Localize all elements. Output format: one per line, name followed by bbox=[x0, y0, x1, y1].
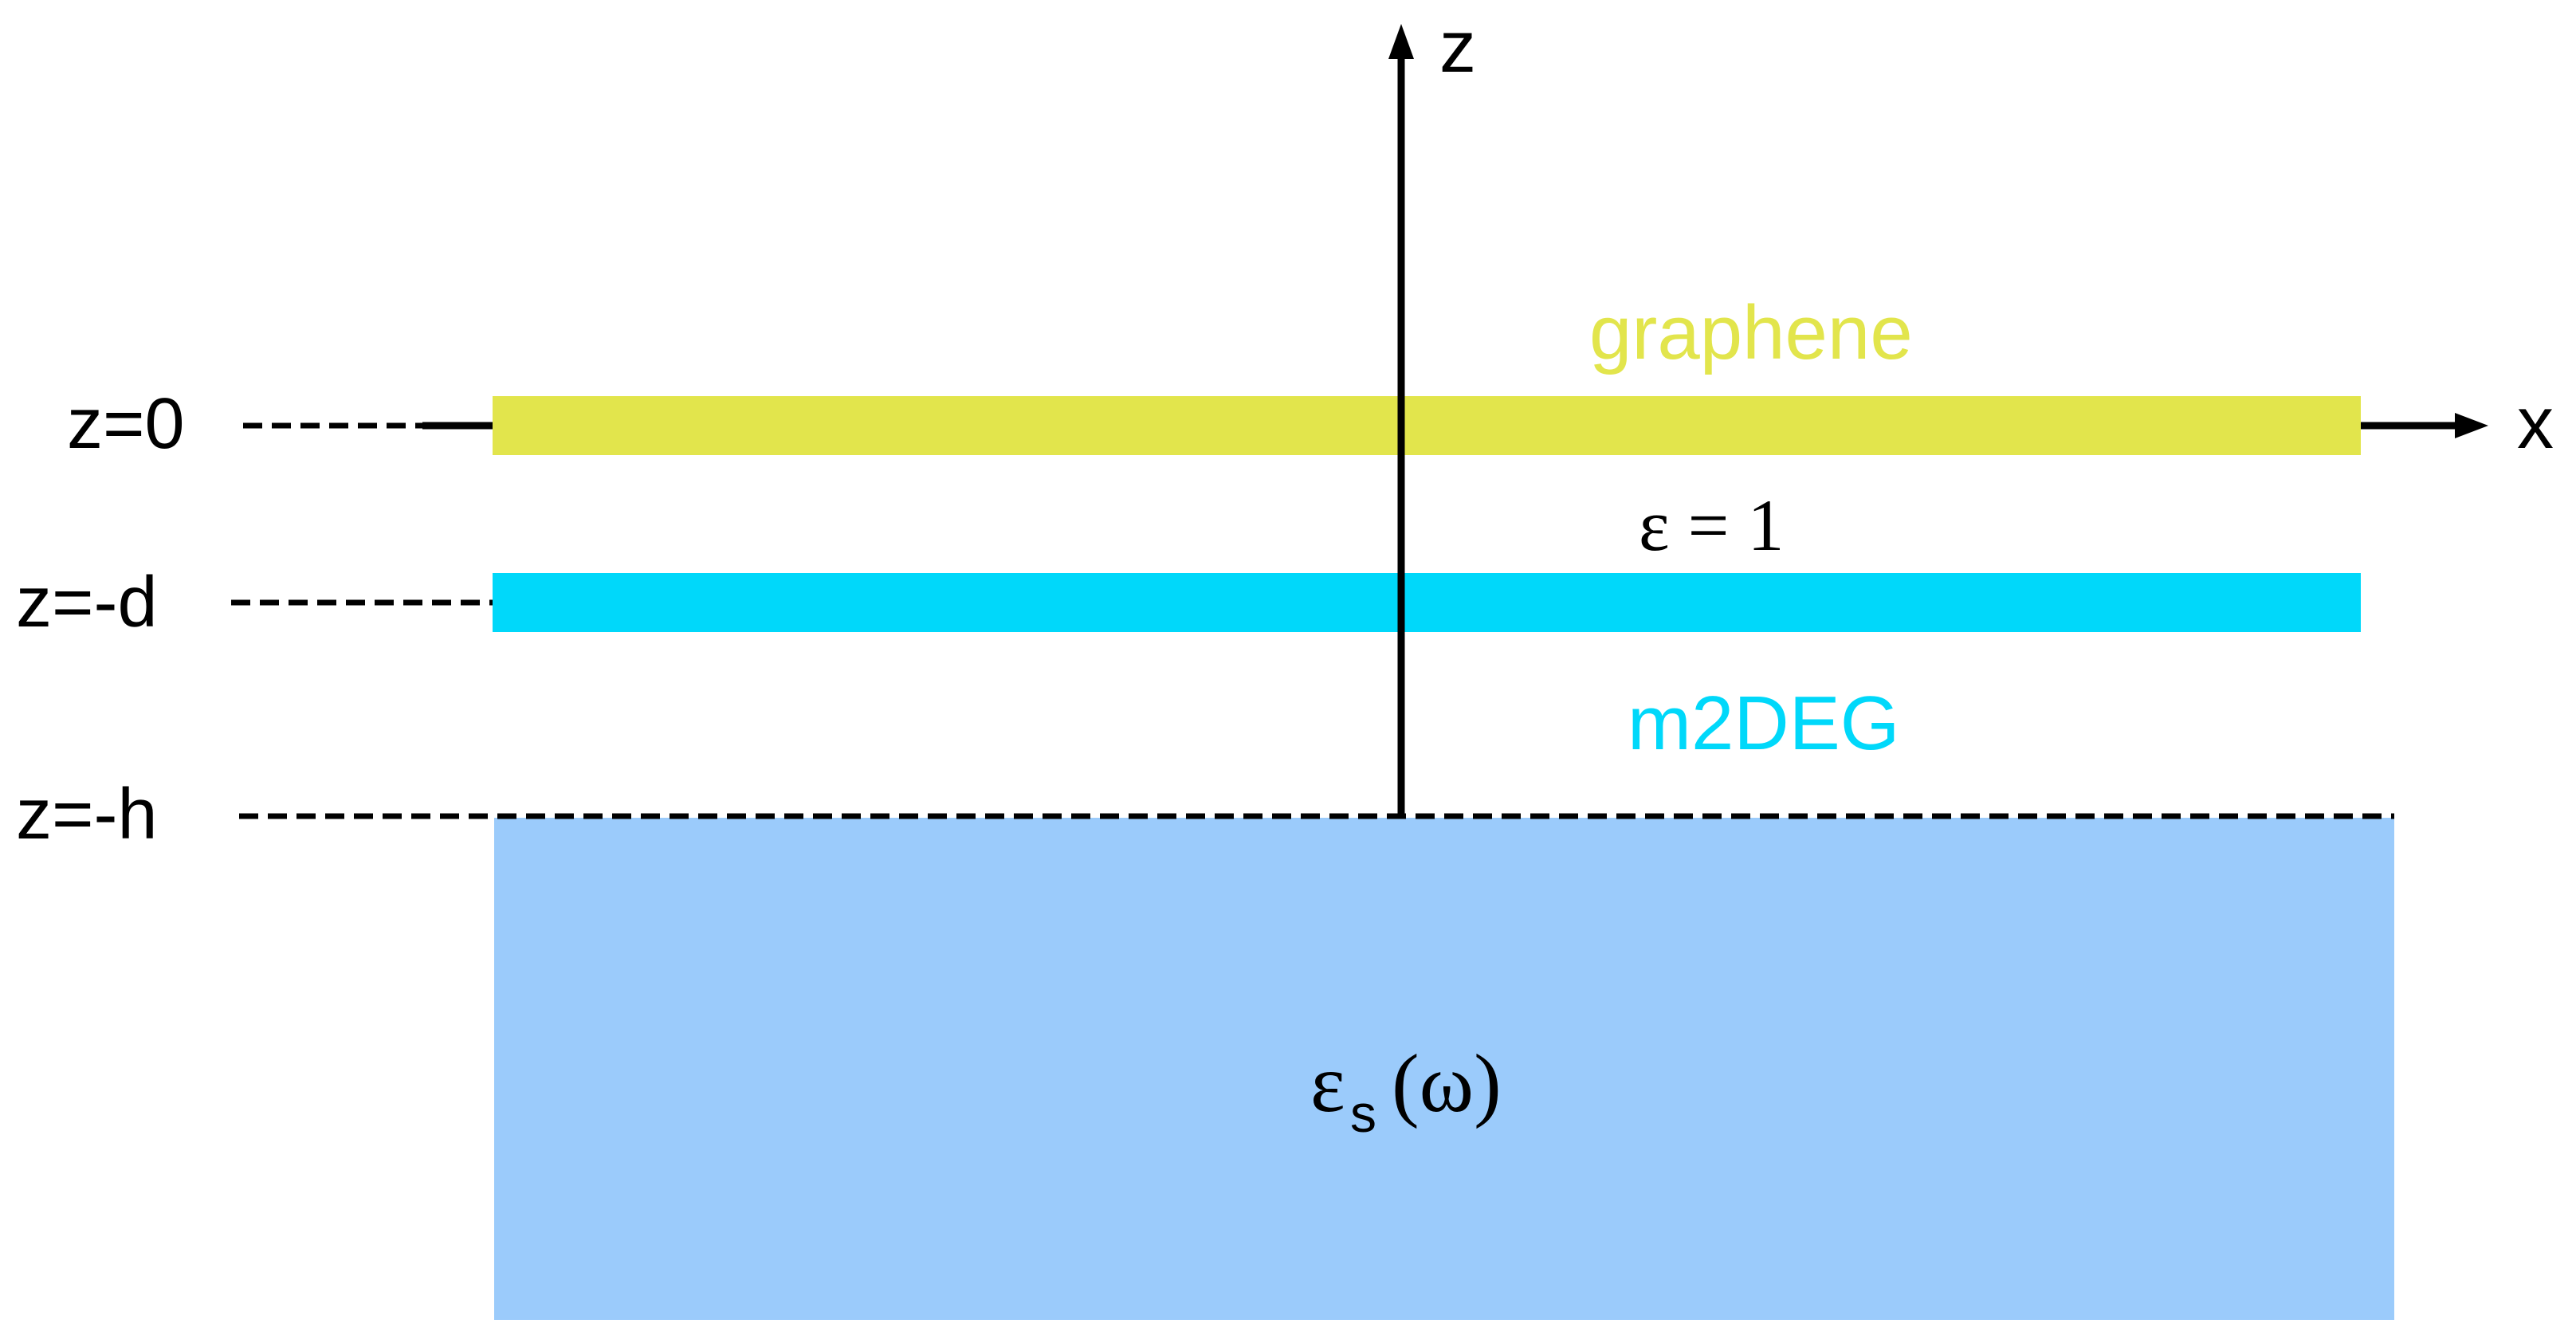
x-axis-label: x bbox=[2517, 383, 2554, 464]
m2deg-layer bbox=[493, 573, 2361, 632]
substrate-epsilon-argument: (ω) bbox=[1392, 1038, 1502, 1129]
substrate-epsilon-symbol: ε bbox=[1310, 1038, 1345, 1129]
z-axis-arrowhead bbox=[1388, 24, 1414, 59]
m2deg-label: m2DEG bbox=[1628, 681, 1899, 766]
level-label-zd: z=-d bbox=[16, 563, 158, 642]
level-label-z0: z=0 bbox=[67, 384, 185, 464]
substrate-block bbox=[494, 818, 2394, 1320]
z-axis-label: z bbox=[1439, 6, 1476, 88]
graphene-label: graphene bbox=[1589, 290, 1913, 375]
level-label-zh: z=-h bbox=[16, 775, 158, 854]
gap-permittivity-label: ε = 1 bbox=[1639, 485, 1785, 566]
x-axis-arrowhead bbox=[2455, 413, 2488, 438]
substrate-epsilon-subscript: s bbox=[1350, 1084, 1376, 1143]
graphene-layer bbox=[493, 396, 2361, 455]
substrate-permittivity-label: ε s (ω) bbox=[1310, 1038, 1502, 1143]
